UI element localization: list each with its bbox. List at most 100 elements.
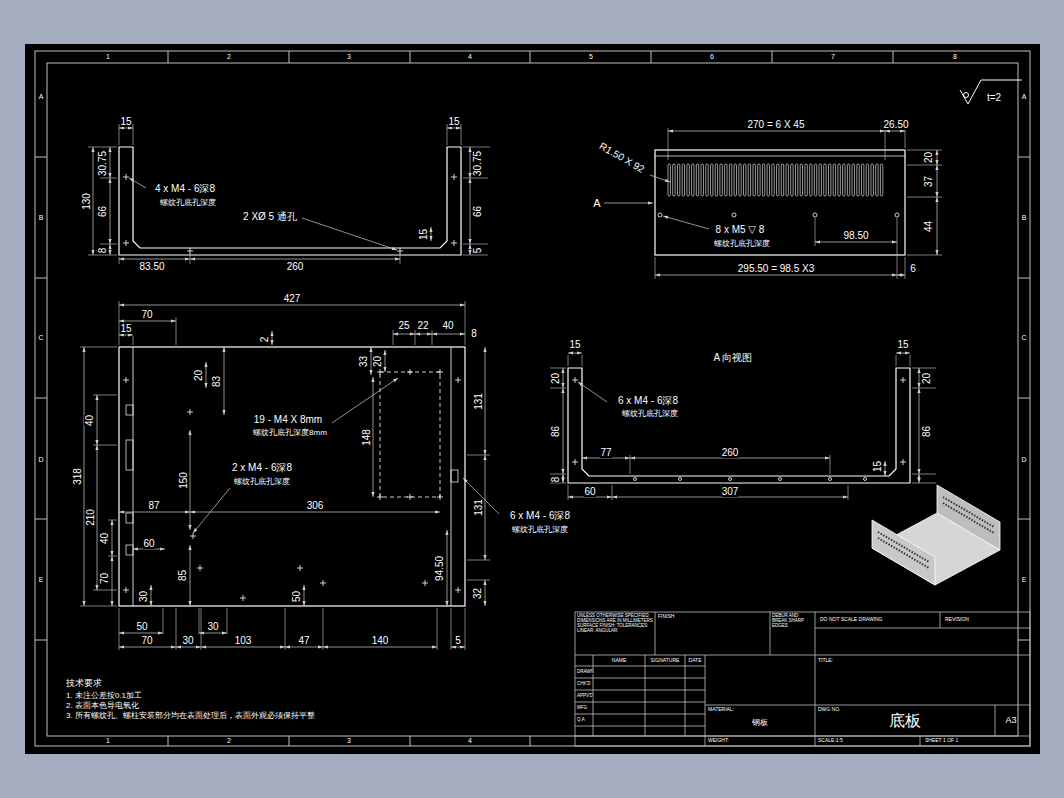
- tech-note: 2. 表面本色导电氧化: [66, 702, 139, 711]
- arrowhead: [108, 239, 111, 244]
- dimension-text: 86: [922, 425, 933, 436]
- title-block-text: DWG NO.: [818, 707, 841, 713]
- hole: [658, 213, 662, 217]
- vent-slot: [857, 164, 859, 196]
- arrowhead: [280, 645, 285, 648]
- extension-line: [100, 244, 117, 245]
- dimension-text: 8: [98, 247, 109, 253]
- dimension-text: 50: [292, 590, 303, 601]
- arrowhead: [199, 631, 204, 634]
- hole: [729, 478, 732, 481]
- hole-centre-mark: [900, 459, 906, 465]
- dimension-text: 66: [473, 205, 484, 216]
- arrowhead: [302, 585, 305, 590]
- arrowhead: [302, 601, 305, 606]
- dimension-text: 20: [551, 372, 562, 383]
- arrowhead: [468, 250, 471, 255]
- hole-centre-mark: [123, 587, 129, 593]
- extension-line: [463, 178, 488, 179]
- vent-slot: [734, 164, 736, 196]
- hole-centre-mark: [451, 240, 457, 246]
- dimension-text: 83: [212, 375, 223, 386]
- dimension-line: [485, 455, 486, 560]
- arrowhead: [190, 257, 195, 260]
- arrowhead: [612, 495, 617, 498]
- arrowhead: [222, 347, 225, 352]
- zone-marker: 3: [347, 737, 351, 745]
- extension-line: [463, 244, 488, 245]
- isometric-view: [943, 497, 994, 533]
- extension-line: [227, 608, 228, 634]
- arrowhead: [393, 332, 398, 335]
- vent-slot: [810, 164, 812, 196]
- arrowhead: [410, 332, 415, 335]
- dimension-text: 8: [551, 476, 562, 482]
- arrowhead: [483, 347, 486, 352]
- arrowhead: [468, 244, 471, 249]
- arrowhead: [935, 250, 938, 255]
- arrowhead: [95, 440, 98, 445]
- arrowhead: [222, 631, 227, 634]
- extension-line: [163, 608, 164, 634]
- sheet-frame: [47, 63, 1018, 736]
- title-block-text: DATE: [689, 658, 702, 664]
- dimension-line: [582, 458, 630, 459]
- dimension-text: 37: [924, 175, 935, 186]
- zone-marker: C: [38, 334, 43, 342]
- vent-slot: [753, 164, 755, 196]
- hole-centre-mark: [900, 377, 906, 383]
- dimension-text: 30.75: [473, 150, 484, 175]
- hole-centre-mark: [455, 377, 461, 383]
- extension-line: [848, 485, 849, 500]
- arrowhead: [429, 236, 432, 241]
- arrowhead: [393, 378, 398, 382]
- dimension-text: 85: [178, 569, 189, 580]
- dimension-text: 60: [584, 486, 595, 497]
- extension-line: [88, 255, 117, 256]
- dimension-text: 260: [722, 447, 739, 458]
- arrowhead: [171, 645, 176, 648]
- leader-line: [663, 216, 709, 229]
- zone-tick: [1018, 519, 1030, 520]
- extension-line: [465, 301, 466, 345]
- dimension-text: 44: [924, 220, 935, 231]
- vent-slot: [847, 164, 849, 196]
- arrowhead: [95, 395, 98, 400]
- vent-slots: [668, 164, 883, 196]
- dimension-text: 306: [307, 500, 324, 511]
- vent-slot: [824, 164, 826, 196]
- dimension-line: [190, 430, 191, 530]
- callout-note: 螺纹孔底孔深度: [622, 410, 678, 419]
- zone-marker: 1: [106, 53, 110, 61]
- arrowhead: [95, 445, 98, 450]
- dimension-line: [119, 633, 163, 634]
- drawing-title: 底板: [889, 712, 921, 730]
- arrowhead: [149, 601, 152, 606]
- leader-lines: [129, 175, 709, 533]
- hole-centre-mark: [123, 174, 129, 180]
- vent-slot: [786, 164, 788, 196]
- extension-line: [199, 608, 200, 634]
- title-block-grid: [575, 612, 1030, 746]
- arrowhead: [108, 244, 111, 249]
- arrowhead: [577, 351, 582, 354]
- arrowhead: [897, 273, 902, 276]
- zone-tick: [1018, 640, 1030, 641]
- arrowhead: [133, 547, 138, 550]
- arrowhead: [193, 528, 197, 533]
- arrowhead: [270, 331, 273, 336]
- hole: [634, 478, 637, 481]
- vent-slot: [791, 164, 793, 196]
- arrowhead: [468, 178, 471, 183]
- hole-centre-mark: [437, 369, 443, 375]
- arrowhead: [483, 455, 486, 460]
- dimension-lines: [82, 126, 938, 648]
- dimension-text: 66: [98, 205, 109, 216]
- extension-line: [451, 608, 452, 650]
- arrowhead: [369, 347, 372, 352]
- arrowhead: [204, 383, 207, 388]
- zone-tick: [35, 519, 47, 520]
- arrowhead: [119, 631, 124, 634]
- vent-slot: [687, 164, 689, 196]
